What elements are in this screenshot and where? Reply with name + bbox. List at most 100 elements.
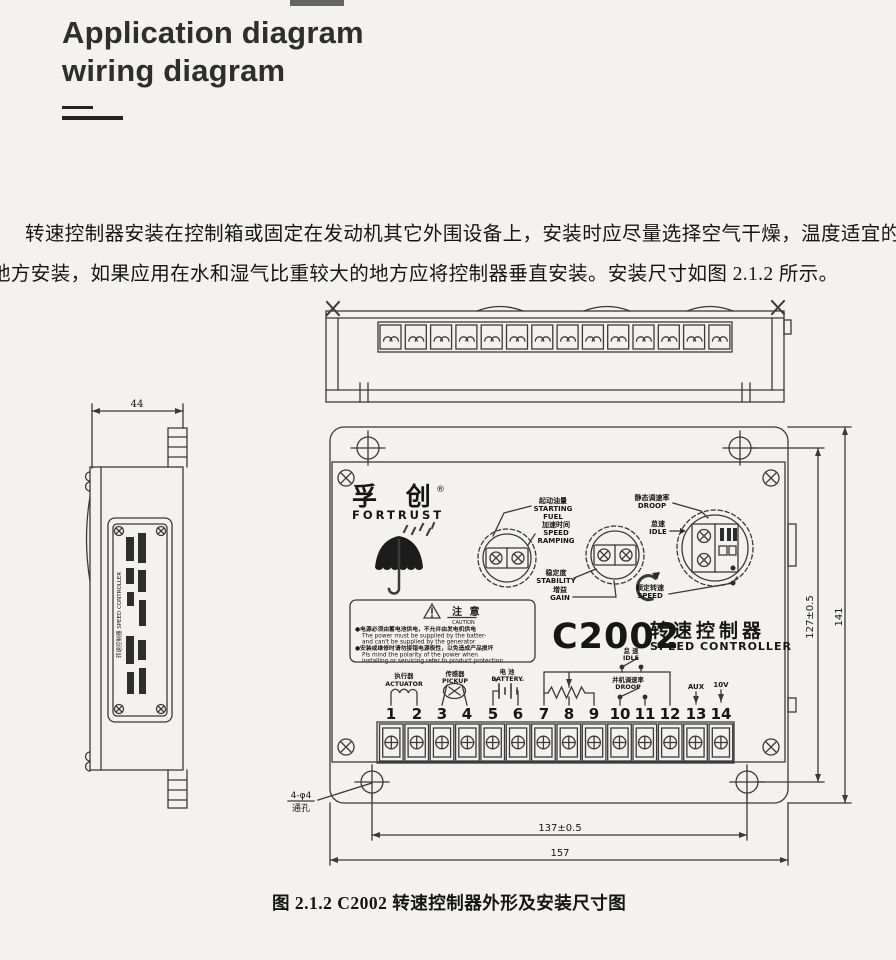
mounting-flange: [167, 769, 188, 809]
terminal-number: 12: [660, 705, 681, 723]
brand-logo-cn: 孚 创: [352, 482, 441, 511]
terminal-number: 5: [488, 705, 498, 723]
terminal-number: 4: [462, 705, 472, 723]
registered-mark: ®: [436, 485, 445, 495]
corner-screw-icon: [770, 299, 786, 316]
mounting-plate: [329, 426, 789, 804]
cable-bump: [476, 305, 734, 312]
label-stability-en: STABILITY: [536, 577, 576, 585]
pot-leader-lines: [492, 502, 738, 602]
terminal-symbols: [390, 657, 724, 706]
caution-line5: Pls mind the polarity of the power when: [362, 653, 478, 659]
label-aux: AUX: [688, 683, 705, 691]
dim-overall-width: 157: [550, 848, 569, 859]
label-speed-ramping-cn: 加速时间: [541, 520, 570, 529]
label-stability-cn: 稳定度: [546, 568, 568, 577]
battery-minus: −: [519, 677, 524, 684]
pickup-symbol: [442, 682, 467, 700]
label-idle-en: IDLE: [649, 528, 667, 536]
mounting-flange: [167, 427, 188, 468]
caution-line3: and can't be supplied by the generator: [362, 640, 476, 646]
idle-circuit-bracket: [543, 671, 671, 706]
dim-overall-height: 141: [834, 607, 845, 626]
terminal-number: 8: [564, 705, 574, 723]
hole-note-bottom: 通孔: [292, 803, 310, 814]
label-speed-ramping-en1: SPEED: [543, 529, 569, 537]
terminal-strip: [376, 721, 735, 764]
label-gain-en: GAIN: [550, 594, 570, 602]
label-actuator-en: ACTUATOR: [385, 681, 423, 688]
idle-switch-symbol: [619, 657, 644, 673]
figure-caption: 图 2.1.2 C2002 转速控制器外形及安装尺寸图: [272, 893, 627, 913]
label-droop-switch-en: DROOP: [615, 684, 641, 691]
front-view-drawing: [287, 426, 852, 866]
side-label-plate: [107, 517, 173, 723]
terminal-number: 10: [610, 705, 631, 723]
face-corner-screws: [337, 469, 780, 756]
terminal-number: 2: [412, 705, 422, 723]
speed-trim-pot-symbol: [543, 671, 595, 706]
battery-plus: +: [493, 677, 498, 684]
intro-paragraph-line2: 地方安装，如果应用在水和湿气比重较大的地方应将控制器垂直安装。安装尺寸如图 2.…: [0, 264, 839, 285]
face-plate: [331, 461, 786, 763]
top-view-drawing: [325, 299, 792, 403]
plate-corner-screws: [113, 525, 167, 715]
label-idle-cn: 怠速: [651, 519, 665, 528]
dim-mount-width: 137±0.5: [538, 823, 581, 834]
battery-symbol: [492, 683, 519, 706]
label-rated-speed-cn: 额定转速: [635, 583, 664, 592]
page-title: Application diagram wiring diagram: [62, 14, 364, 90]
label-gain-cn: 增益: [553, 585, 567, 594]
pot-speed-droop-idle: [676, 509, 754, 587]
front-view-text: 孚 创 ® FORTRUST 起动油量 STARTING FUEL 加速时间 S…: [291, 482, 845, 859]
caution-line2: The power must be supplied by the batter…: [361, 634, 486, 640]
terminal-number: 6: [513, 705, 523, 723]
intro-paragraph-line1: 转速控制器安装在控制箱或固定在发动机其它外围设备上，安装时应尽量选择空气干燥，温…: [25, 224, 896, 245]
label-idle-switch-cn: 怠 速: [624, 646, 639, 655]
caution-header-en: CAUTION: [452, 620, 475, 626]
plate-text-blocks: [126, 533, 146, 694]
label-idle-switch-en: IDLE: [623, 655, 639, 662]
caution-line4: ●安装或维修时请勿接错电源极性，以免造成产品损坏: [355, 644, 494, 652]
droop-switch-symbol: [617, 687, 648, 706]
brand-logo-en: FORTRUST: [352, 508, 444, 522]
terminal-number: 11: [635, 705, 656, 723]
terminal-numbers: 1 2 3 4 5 6 7 8 9 10 11 12 13 14: [386, 705, 732, 723]
label-battery-en: BATTERY: [491, 676, 523, 683]
title-underline-short: [62, 106, 93, 109]
label-starting-fuel-en1: STARTING: [534, 505, 573, 513]
pot-stability-gain: [585, 525, 645, 585]
hole-note-top: 4-φ4: [291, 791, 312, 801]
caution-header-cn: 注 意: [452, 605, 481, 618]
label-battery-cn: 电 池: [500, 667, 515, 676]
caution-line1: ●电源必须由蓄电池供电，不允许由发电机供电: [355, 625, 476, 633]
warning-triangle-icon: [422, 602, 442, 619]
label-pickup-cn: 传感器: [445, 669, 466, 678]
page-title-line1: Application diagram: [62, 15, 364, 50]
actuator-coil-symbol: [390, 688, 418, 706]
terminal-number: 14: [711, 705, 732, 723]
label-speed-ramping-en2: RAMPING: [537, 537, 574, 545]
terminal-number: 3: [437, 705, 447, 723]
depth-dimension-value: 44: [131, 399, 144, 410]
keep-dry-umbrella-icon: [375, 521, 436, 595]
label-actuator-cn: 执行器: [395, 671, 415, 680]
label-rated-speed-en: SPEED: [637, 592, 663, 600]
caution-line6: installing or servicing refer to product…: [362, 659, 503, 665]
label-droop-en: DROOP: [638, 502, 666, 510]
page-title-line2: wiring diagram: [62, 53, 286, 88]
cropped-text-fragment: [290, 0, 344, 6]
terminal-number: 9: [589, 705, 599, 723]
title-underline-long: [62, 116, 123, 120]
dim-mount-height: 127±0.5: [805, 595, 816, 638]
dimension-lines: [287, 426, 852, 866]
label-10v: 10V: [713, 681, 729, 689]
terminal-number: 1: [386, 705, 396, 723]
terminal-number: 7: [539, 705, 549, 723]
label-starting-fuel-cn: 起动油量: [538, 496, 567, 505]
pot-starting-fuel: [477, 528, 537, 588]
label-pickup-en: PICKUP: [442, 678, 468, 685]
terminal-number: 13: [686, 705, 707, 723]
